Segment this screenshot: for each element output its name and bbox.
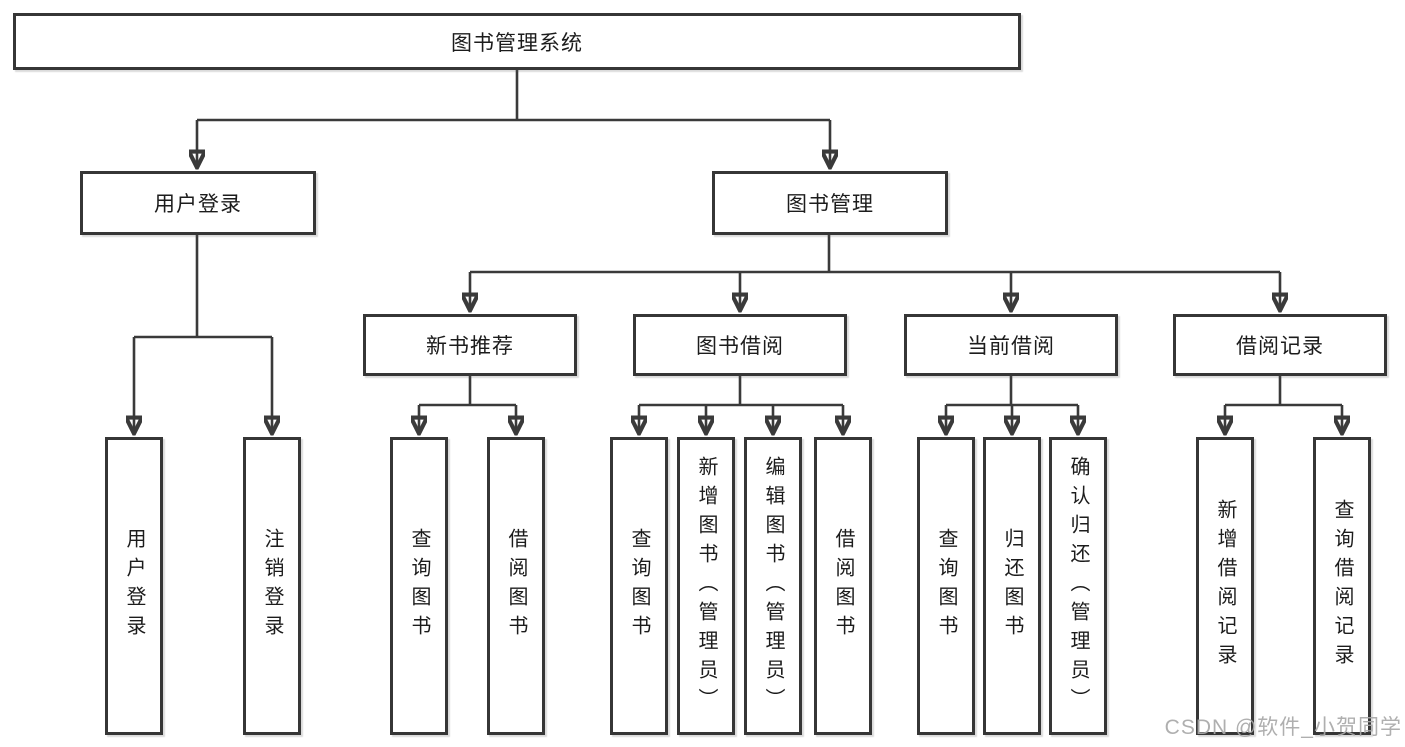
leaf-logout-login-label: 注销登录 (261, 528, 283, 644)
leaf-borrowing-add-books-admin: 新增图书（管理员） (677, 437, 735, 735)
leaf-borrowing-borrow-books-label: 借阅图书 (832, 528, 854, 644)
leaf-borrowing-edit-books-admin-label: 编辑图书（管理员） (762, 455, 784, 717)
edge-borrow-records-to-children (1225, 376, 1342, 432)
node-user-login: 用户登录 (80, 171, 316, 235)
node-borrowing-records: 借阅记录 (1173, 314, 1387, 376)
node-user-login-label: 用户登录 (154, 193, 242, 216)
node-current-borrowing-label: 当前借阅 (967, 335, 1055, 358)
leaf-records-query-borrow-record-label: 查询借阅记录 (1331, 499, 1353, 673)
edge-root-to-level2 (197, 70, 830, 166)
node-book-borrowing-label: 图书借阅 (696, 335, 784, 358)
leaf-current-return-books: 归还图书 (983, 437, 1041, 735)
node-root-label: 图书管理系统 (451, 31, 583, 55)
edge-current-borrow-to-children (946, 376, 1078, 432)
edge-book-borrow-to-children (639, 376, 843, 432)
leaf-borrowing-borrow-books: 借阅图书 (814, 437, 872, 735)
edge-new-book-to-children (419, 376, 516, 432)
leaf-borrowing-query-books-label: 查询图书 (628, 528, 650, 644)
leaf-current-return-books-label: 归还图书 (1001, 528, 1023, 644)
leaf-current-query-books: 查询图书 (917, 437, 975, 735)
leaf-current-confirm-return-admin-label: 确认归还（管理员） (1067, 455, 1089, 717)
node-borrowing-records-label: 借阅记录 (1236, 335, 1324, 358)
leaf-records-add-borrow-record-label: 新增借阅记录 (1214, 499, 1236, 673)
leaf-newbook-borrow-books-label: 借阅图书 (505, 528, 527, 644)
node-new-book-recommendation: 新书推荐 (363, 314, 577, 376)
node-root: 图书管理系统 (13, 13, 1021, 70)
leaf-user-login: 用户登录 (105, 437, 163, 735)
node-book-management: 图书管理 (712, 171, 948, 235)
node-book-borrowing: 图书借阅 (633, 314, 847, 376)
leaf-newbook-query-books: 查询图书 (390, 437, 448, 735)
node-book-management-label: 图书管理 (786, 193, 874, 216)
node-current-borrowing: 当前借阅 (904, 314, 1118, 376)
leaf-current-confirm-return-admin: 确认归还（管理员） (1049, 437, 1107, 735)
leaf-newbook-query-books-label: 查询图书 (408, 528, 430, 644)
node-new-book-recommendation-label: 新书推荐 (426, 335, 514, 358)
csdn-watermark: CSDN @软件_小贺同学 (1164, 716, 1402, 739)
leaf-logout-login: 注销登录 (243, 437, 301, 735)
leaf-current-query-books-label: 查询图书 (935, 528, 957, 644)
leaf-records-add-borrow-record: 新增借阅记录 (1196, 437, 1254, 735)
leaf-borrowing-query-books: 查询图书 (610, 437, 668, 735)
leaf-user-login-label: 用户登录 (123, 528, 145, 644)
edge-book-management-to-children (470, 235, 1280, 309)
leaf-borrowing-edit-books-admin: 编辑图书（管理员） (744, 437, 802, 735)
leaf-newbook-borrow-books: 借阅图书 (487, 437, 545, 735)
leaf-borrowing-add-books-admin-label: 新增图书（管理员） (695, 455, 717, 717)
leaf-records-query-borrow-record: 查询借阅记录 (1313, 437, 1371, 735)
edge-user-login-to-children (134, 235, 272, 432)
